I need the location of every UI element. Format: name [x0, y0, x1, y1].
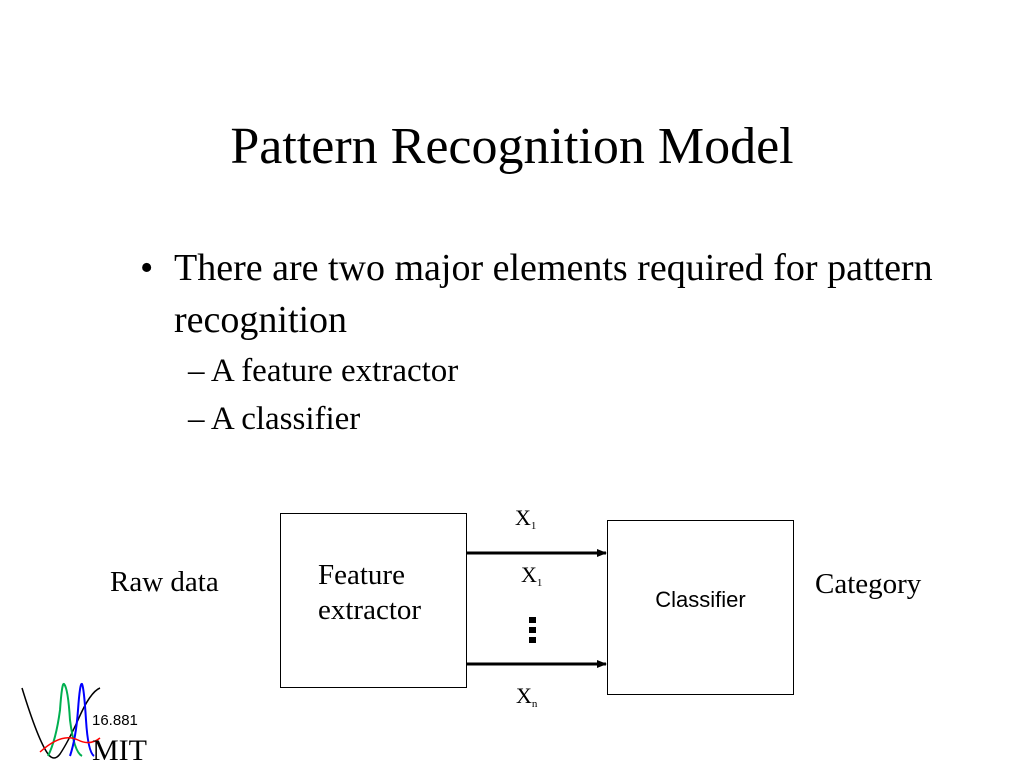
classifier-label: Classifier: [655, 587, 746, 612]
feature-extractor-label: Feature extractor: [318, 559, 422, 626]
feature-var-mid-name: X: [521, 562, 537, 587]
classifier-box: [607, 520, 794, 695]
feature-extractor-box: [280, 513, 467, 688]
sub-item-feature-extractor: – A feature extractor: [188, 353, 459, 389]
category-label: Category: [815, 568, 922, 600]
feature-var-top-name: X: [515, 505, 531, 530]
feature-var-bottom-name: X: [516, 683, 532, 708]
feature-var-mid-sub: 1: [536, 577, 543, 589]
feature-var-top-sub: 1: [530, 520, 537, 532]
mit-logo-curves-icon: [21, 682, 101, 759]
logo-course-number: 16.881: [92, 712, 138, 729]
slide-title: Pattern Recognition Model: [230, 118, 794, 175]
logo-org-name: MIT: [92, 734, 147, 767]
feature-var-top: X1: [515, 506, 536, 538]
ellipsis-dots-icon: [529, 617, 536, 643]
bullet-item: • There are two major elements required …: [140, 242, 940, 346]
bullet-marker: •: [140, 247, 154, 289]
raw-data-label: Raw data: [110, 566, 219, 598]
feature-var-bottom-sub: n: [531, 698, 538, 710]
feature-var-bottom: Xn: [516, 684, 537, 716]
feature-var-mid: X1: [521, 563, 542, 595]
sub-item-classifier: – A classifier: [188, 401, 361, 437]
bullet-text: There are two major elements required fo…: [174, 247, 933, 341]
